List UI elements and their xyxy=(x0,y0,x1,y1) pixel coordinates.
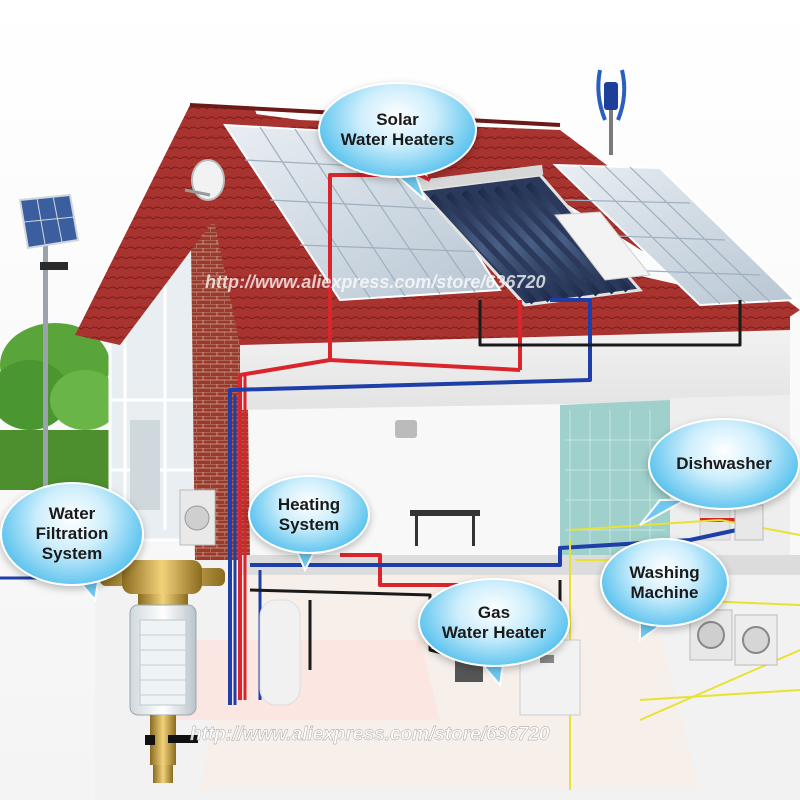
basement-floor xyxy=(200,560,700,790)
callout-water-filtration-system: Water Filtration System xyxy=(0,482,144,586)
callout-line: Dishwasher xyxy=(676,454,772,473)
solar-street-lamp xyxy=(18,193,80,495)
watermark-bottom: http://www.aliexpress.com/store/636720 xyxy=(190,724,550,745)
solar-water-heater-collector xyxy=(416,164,651,307)
callout-line: Water Heaters xyxy=(340,130,455,149)
callout-heating-system: Heating System xyxy=(248,475,370,554)
callout-line: System xyxy=(41,544,103,563)
callout-dishwasher: Dishwasher xyxy=(648,418,800,510)
callout-gas-water-heater: Gas Water Heater xyxy=(418,578,570,667)
dishwasher-unit xyxy=(734,504,764,541)
wind-turbine xyxy=(596,69,627,155)
callout-line: System xyxy=(278,514,340,534)
basement-appliances xyxy=(259,504,778,716)
callout-line: Heating xyxy=(277,494,341,514)
callout-line: Water Heater xyxy=(441,622,547,642)
callout-line: Washing xyxy=(629,562,700,582)
callout-line: Filtration xyxy=(35,524,109,543)
callout-line: Gas xyxy=(477,602,511,622)
water-filter-product xyxy=(100,560,225,783)
callout-line: Water xyxy=(48,504,96,523)
tree xyxy=(0,323,120,490)
callout-line: Solar xyxy=(376,110,419,129)
solar-pv-panels xyxy=(223,123,798,307)
watermark-top: http://www.aliexpress.com/store/636720 xyxy=(205,272,545,292)
callout-solar-water-heaters: Solar Water Heaters xyxy=(318,82,477,178)
callout-line: Machine xyxy=(630,582,699,602)
satellite-dish xyxy=(184,159,225,201)
callout-washing-machine: Washing Machine xyxy=(600,538,729,627)
